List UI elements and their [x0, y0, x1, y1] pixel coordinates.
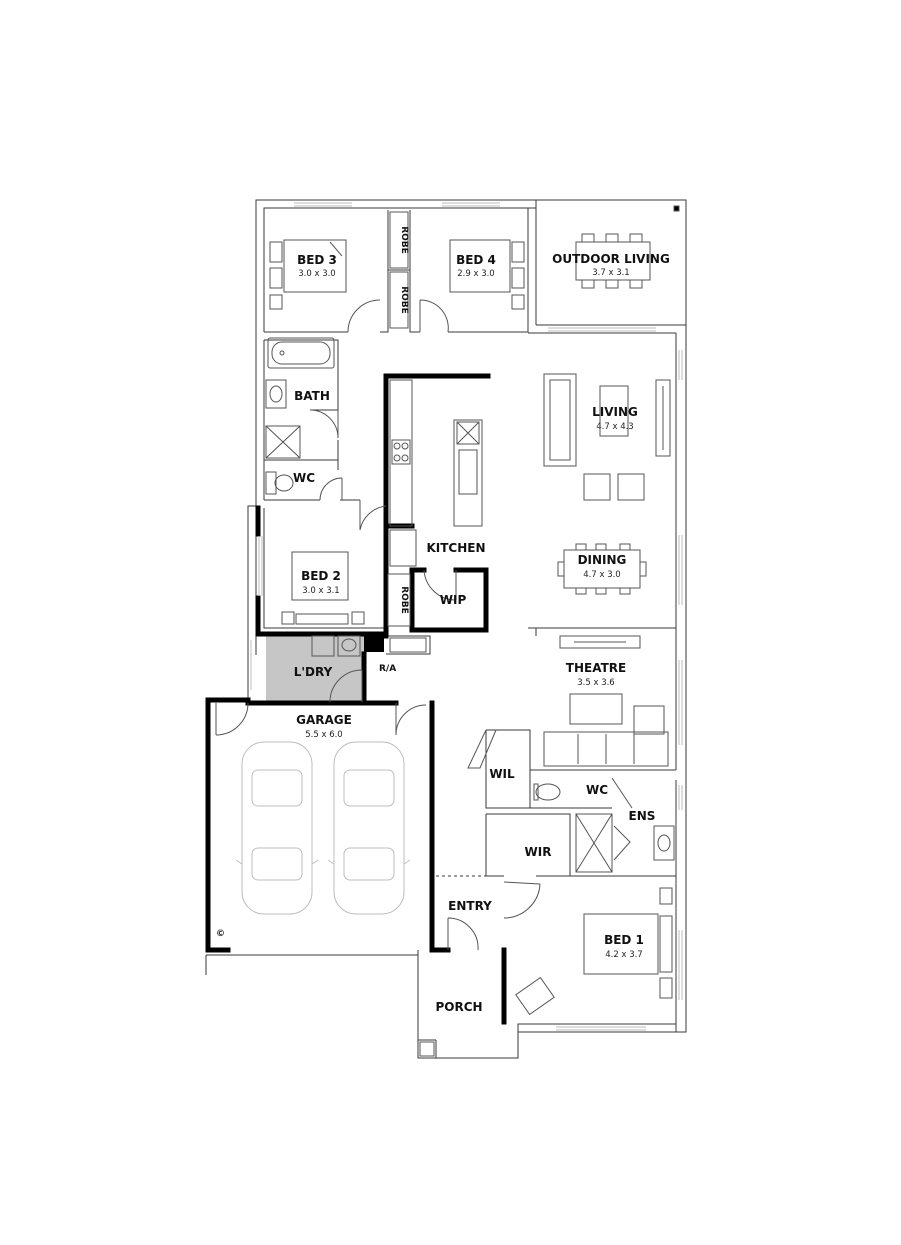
thin-walls [205, 199, 687, 1059]
room-name-bed4: BED 4 [456, 253, 496, 267]
room-dim-living: 4.7 x 4.3 [596, 422, 633, 432]
room-dim-bed3: 3.0 x 3.0 [298, 269, 335, 279]
room-name-bed1: BED 1 [604, 933, 644, 947]
room-name-bath: BATH [294, 389, 330, 403]
room-name-wc: WC [293, 471, 315, 485]
room-name-dining: DINING [578, 553, 627, 567]
room-dim-dining: 4.7 x 3.0 [583, 570, 620, 580]
room-dim-outdoor-living: 3.7 x 3.1 [592, 268, 629, 278]
room-name-outdoor-living: OUTDOOR LIVING [552, 252, 670, 266]
garage-cars [235, 741, 411, 915]
room-name-theatre: THEATRE [566, 661, 626, 675]
room-dim-bed4: 2.9 x 3.0 [457, 269, 494, 279]
room-name-garage: GARAGE [296, 713, 352, 727]
room-name-wil: WIL [489, 767, 515, 781]
room-name-ens: ENS [629, 809, 656, 823]
room-name-entry: ENTRY [448, 899, 492, 913]
room-name-kitchen: KITCHEN [426, 541, 485, 555]
copyright-mark: © [216, 929, 225, 939]
thick-walls [205, 373, 507, 1025]
ra-label: R/A [379, 664, 396, 674]
windows [250, 202, 683, 1031]
robe-label-bed3: ROBE [399, 226, 409, 254]
room-dim-theatre: 3.5 x 3.6 [577, 678, 614, 688]
room-dim-bed1: 4.2 x 3.7 [605, 950, 642, 960]
room-name-bed2: BED 2 [301, 569, 341, 583]
room-name-ens-wc: WC [586, 783, 608, 797]
laundry-fill [266, 636, 364, 702]
room-dim-garage: 5.5 x 6.0 [305, 730, 342, 740]
room-dim-bed2: 3.0 x 3.1 [302, 586, 339, 596]
room-name-wip: WIP [440, 593, 467, 607]
room-name-porch: PORCH [435, 1000, 482, 1014]
doors [215, 299, 633, 951]
room-name-bed3: BED 3 [297, 253, 337, 267]
fixtures [265, 205, 680, 1057]
room-name-wir: WIR [525, 845, 552, 859]
room-name-laundry: L'DRY [294, 665, 333, 679]
robe-label-bed2: ROBE [399, 586, 409, 614]
room-name-living: LIVING [592, 405, 638, 419]
robe-label-bed4: ROBE [399, 286, 409, 314]
